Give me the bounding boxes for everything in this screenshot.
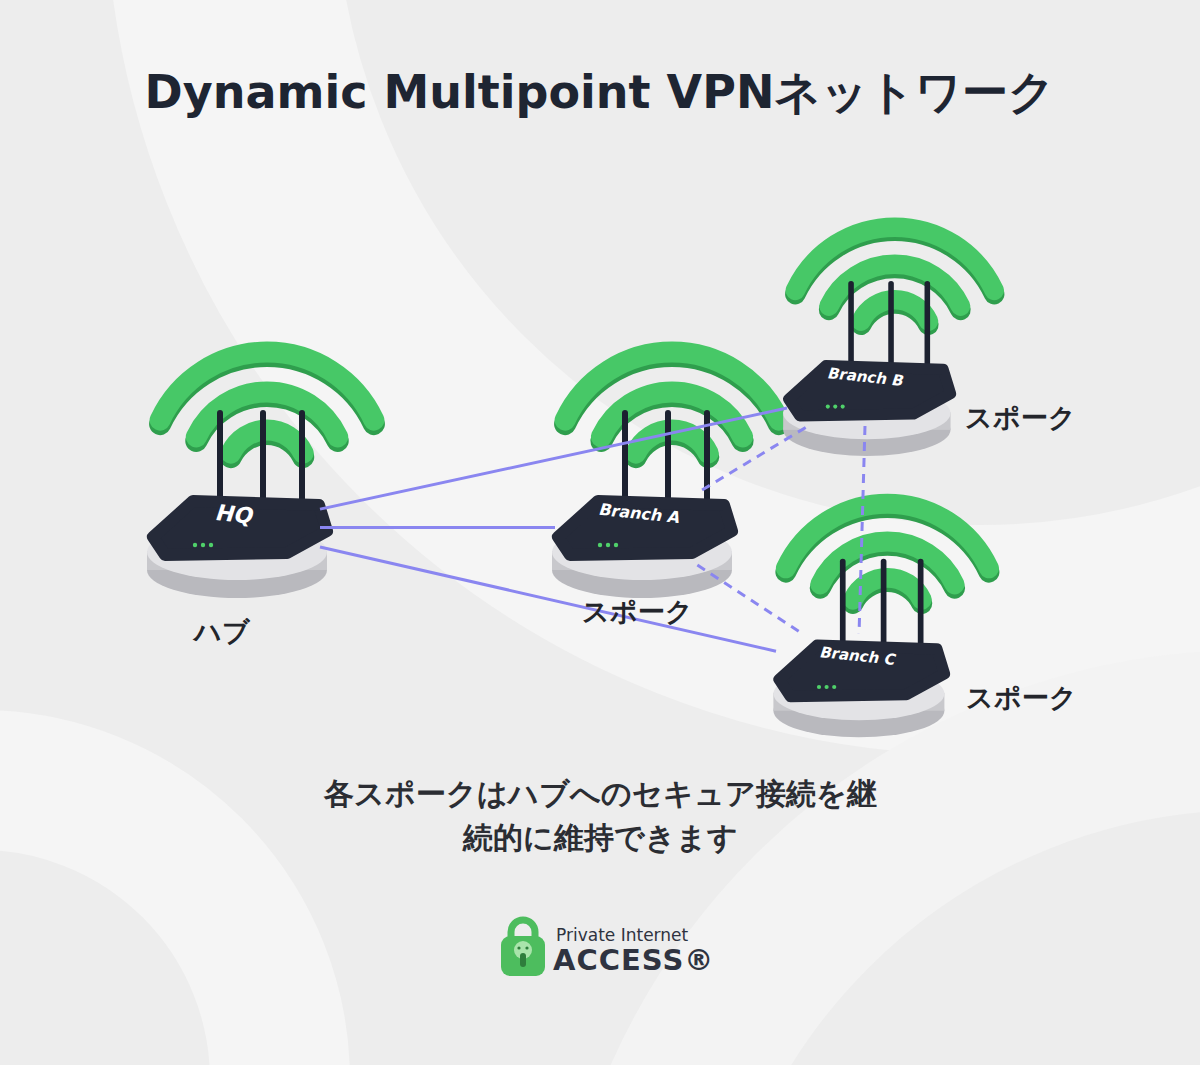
spoke-router: Branch Cスポーク xyxy=(776,634,940,706)
hub-tunnel xyxy=(320,408,787,509)
hub-tunnel xyxy=(320,526,555,529)
lock-eye xyxy=(525,946,528,949)
router-illustration xyxy=(783,227,994,456)
router-name: Branch B xyxy=(785,360,948,394)
router-name: Branch A xyxy=(552,495,727,531)
logo-tagline: Private Internet xyxy=(556,925,688,945)
spoke-tunnel xyxy=(702,426,808,490)
hub-tunnel xyxy=(320,547,776,651)
router-role: ハブ xyxy=(102,614,342,650)
router-illustration xyxy=(552,352,779,598)
spoke-router: Branch Bスポーク xyxy=(787,356,945,426)
logo-wordmark: ACCESS® xyxy=(553,943,714,977)
spoke-tunnel xyxy=(697,565,803,634)
background-arc xyxy=(0,780,280,1065)
diagram-title: Dynamic Multipoint VPNネットワーク xyxy=(0,62,1200,124)
router-name: HQ xyxy=(147,493,324,535)
router-name: Branch C xyxy=(774,639,943,674)
router-role: スポーク xyxy=(517,594,757,630)
router-role: スポーク xyxy=(965,400,1076,436)
lock-eye xyxy=(517,946,520,949)
keyhole xyxy=(520,953,526,967)
logo-icon xyxy=(501,920,545,976)
hub-router: HQハブ xyxy=(150,490,320,565)
router-illustration xyxy=(147,352,374,598)
router-role: スポーク xyxy=(966,680,1077,716)
router-illustration xyxy=(773,504,989,738)
lock-body xyxy=(501,936,545,976)
spoke-router: Branch Aスポーク xyxy=(555,490,725,565)
diagram-caption: 各スポークはハブへのセキュア接続を継続的に維持できます xyxy=(322,772,878,860)
spoke-tunnel xyxy=(859,426,865,634)
